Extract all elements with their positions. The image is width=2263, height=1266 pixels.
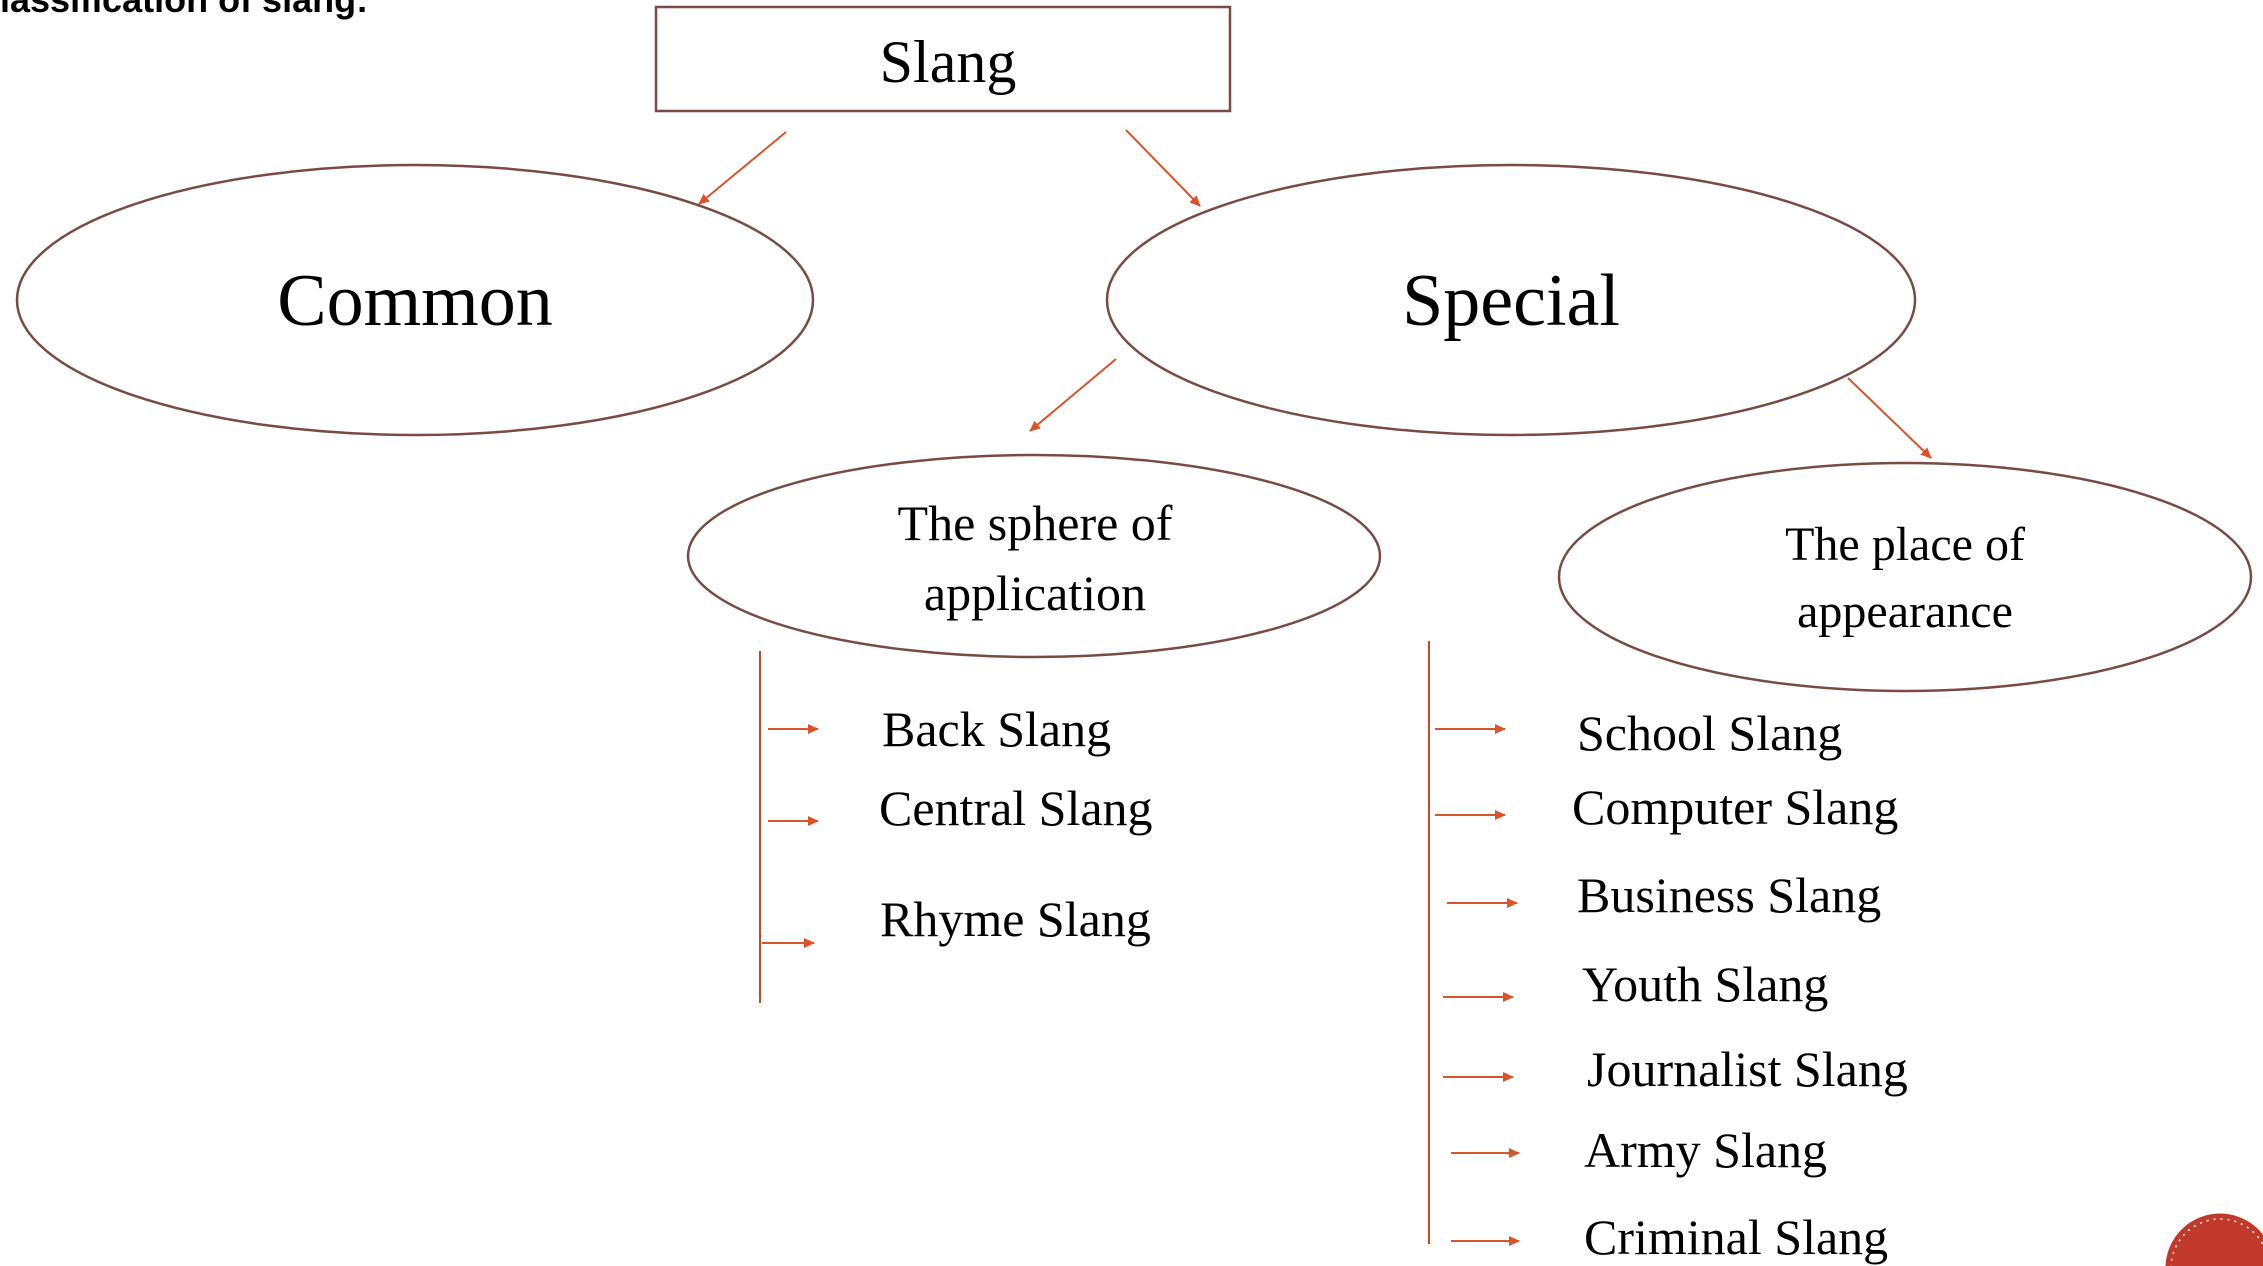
- place-item: Criminal Slang: [1584, 1209, 1889, 1265]
- sphere-label-line-2: application: [923, 565, 1147, 621]
- sphere-item: Rhyme Slang: [880, 891, 1151, 947]
- arrow-special-to-sphere: [1029, 358, 1117, 432]
- common-label: Common: [277, 260, 553, 343]
- sphere-item: Central Slang: [879, 780, 1153, 836]
- special-ellipse: [1105, 163, 1917, 437]
- sphere-label: The sphere of application: [898, 488, 1173, 628]
- special-label: Special: [1402, 260, 1620, 343]
- place-item: Army Slang: [1584, 1122, 1828, 1178]
- place-item: Computer Slang: [1572, 779, 1899, 835]
- place-item: Business Slang: [1577, 867, 1882, 923]
- place-label: The place of appearance: [1785, 511, 2025, 645]
- place-item: Journalist Slang: [1587, 1041, 1908, 1097]
- sphere-ellipse: [686, 453, 1382, 659]
- arrow-slang-to-special: [1125, 129, 1201, 207]
- arrow-slang-to-common: [698, 131, 787, 205]
- place-label-line-2: appearance: [1797, 585, 2013, 638]
- place-item: School Slang: [1577, 705, 1843, 761]
- place-ellipse: [1557, 461, 2253, 693]
- arrow-special-to-place: [1847, 377, 1932, 459]
- slang-box: [654, 5, 1232, 113]
- sphere-label-line-1: The sphere of: [897, 495, 1173, 551]
- common-ellipse: [15, 163, 815, 437]
- slang-label: Slang: [879, 29, 1017, 95]
- sphere-item: Back Slang: [882, 701, 1112, 757]
- place-item: Youth Slang: [1582, 956, 1829, 1012]
- corner-badge-icon: [2162, 1210, 2263, 1266]
- place-label-line-1: The place of: [1785, 517, 2025, 571]
- slide-heading: lassification of slang:: [0, 0, 368, 22]
